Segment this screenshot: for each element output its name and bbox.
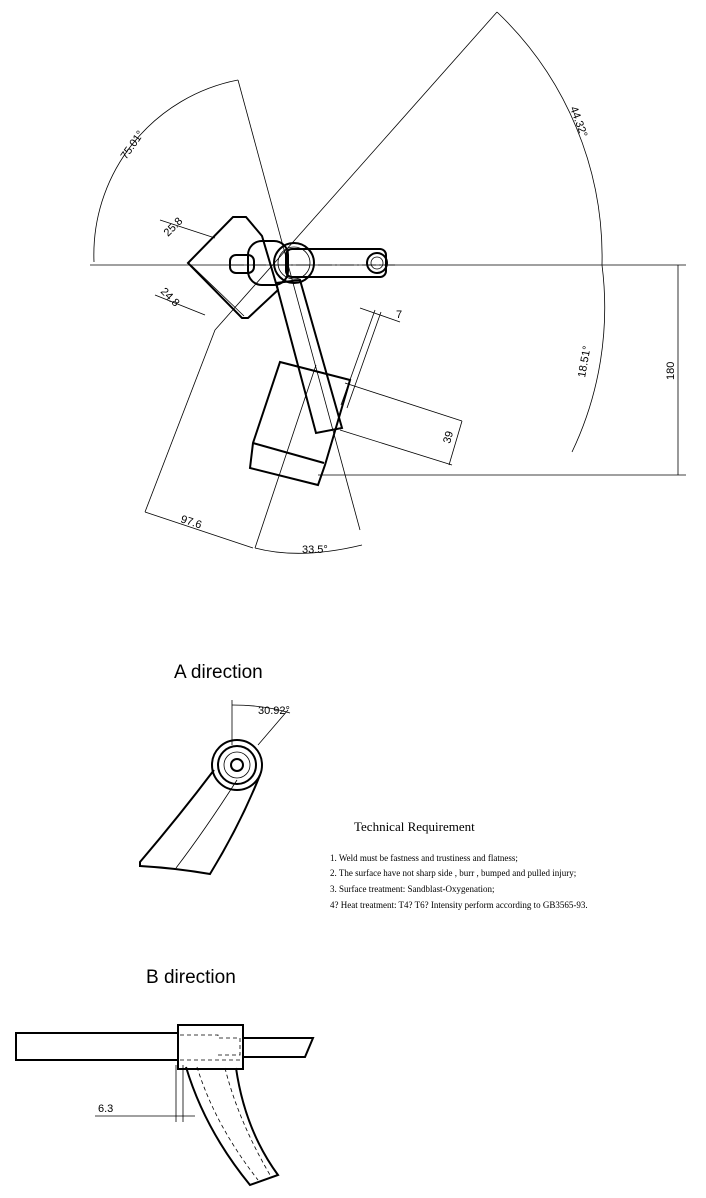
technical-requirement: Technical Requirement 1. Weld must be fa…	[330, 819, 588, 910]
angle-arc-44	[496, 11, 603, 266]
tech-req-item: 4? Heat treatment: T4? T6? Intensity per…	[330, 900, 588, 910]
boss-ring-inner	[223, 751, 251, 779]
dim-line	[257, 709, 289, 746]
dim-line	[346, 311, 382, 409]
dim-angle-75: 75.01°	[119, 129, 147, 162]
ray-line	[237, 79, 361, 531]
dim-line	[344, 382, 463, 422]
hidden-line	[196, 1066, 259, 1181]
dim-angle-44: 44.32°	[567, 105, 589, 139]
plate-edge	[191, 265, 245, 317]
left-tube	[15, 1032, 179, 1061]
dim-7: 7	[396, 309, 402, 321]
tech-req-heading: Technical Requirement	[354, 819, 475, 834]
dim-line-39	[448, 420, 463, 466]
block	[248, 360, 352, 487]
right-tube	[242, 1037, 315, 1058]
dim-angle-30: 30.92°	[258, 705, 290, 717]
dim-24-8: 24.8	[158, 286, 182, 310]
collar-ring-inner	[277, 246, 311, 280]
boss-bore	[230, 758, 244, 772]
arm-edge	[175, 779, 238, 869]
dim-6-3: 6.3	[98, 1103, 113, 1115]
main-view: 75.01° 44.32° 18.51° 33.5° 25.8 24.8 7 3…	[90, 11, 686, 556]
pin	[229, 254, 255, 274]
tube-end	[366, 252, 388, 274]
angle-arc-30	[231, 704, 291, 714]
dim-39: 39	[441, 430, 456, 445]
ray-line	[144, 329, 216, 513]
angle-arc-18	[571, 264, 606, 453]
curved-bar	[185, 1066, 280, 1187]
view-a: A direction 30.92°	[139, 662, 291, 876]
collar	[247, 240, 289, 286]
dim-line-7	[359, 307, 401, 323]
dim-line	[340, 309, 376, 406]
angle-arc-75	[93, 79, 239, 263]
hidden-line	[180, 1034, 241, 1056]
mounting-plate	[186, 216, 280, 319]
view-b-title: B direction	[146, 967, 236, 988]
dim-25-8: 25.8	[162, 215, 186, 239]
arm	[274, 278, 344, 435]
joint-box	[177, 1024, 244, 1070]
dim-line	[339, 429, 453, 466]
view-b: B direction 6.3	[15, 967, 315, 1187]
dim-line-25	[159, 219, 216, 239]
hidden-line	[224, 1067, 271, 1176]
dim-angle-33: 33.5°	[302, 544, 328, 556]
block-edge	[252, 442, 325, 464]
boss-outer	[211, 739, 263, 791]
boss-ring	[217, 745, 257, 785]
ray-line	[214, 11, 498, 331]
dim-line-24	[154, 294, 206, 316]
ray-line	[254, 364, 317, 549]
collar-ring	[273, 242, 315, 284]
dim-180: 180	[665, 362, 677, 380]
dim-angle-18: 18.51°	[576, 345, 593, 379]
view-a-title: A direction	[174, 662, 263, 683]
tech-req-item: 2. The surface have not sharp side , bur…	[330, 868, 576, 878]
dim-line-97	[144, 511, 254, 549]
tube-bore	[370, 256, 384, 270]
bent-arm	[139, 769, 261, 876]
tech-req-item: 3. Surface treatment: Sandblast-Oxygenat…	[330, 884, 494, 894]
dim-97-6: 97.6	[179, 513, 203, 531]
angle-arc-33	[254, 544, 363, 554]
tech-req-item: 1. Weld must be fastness and trustiness …	[330, 853, 518, 863]
